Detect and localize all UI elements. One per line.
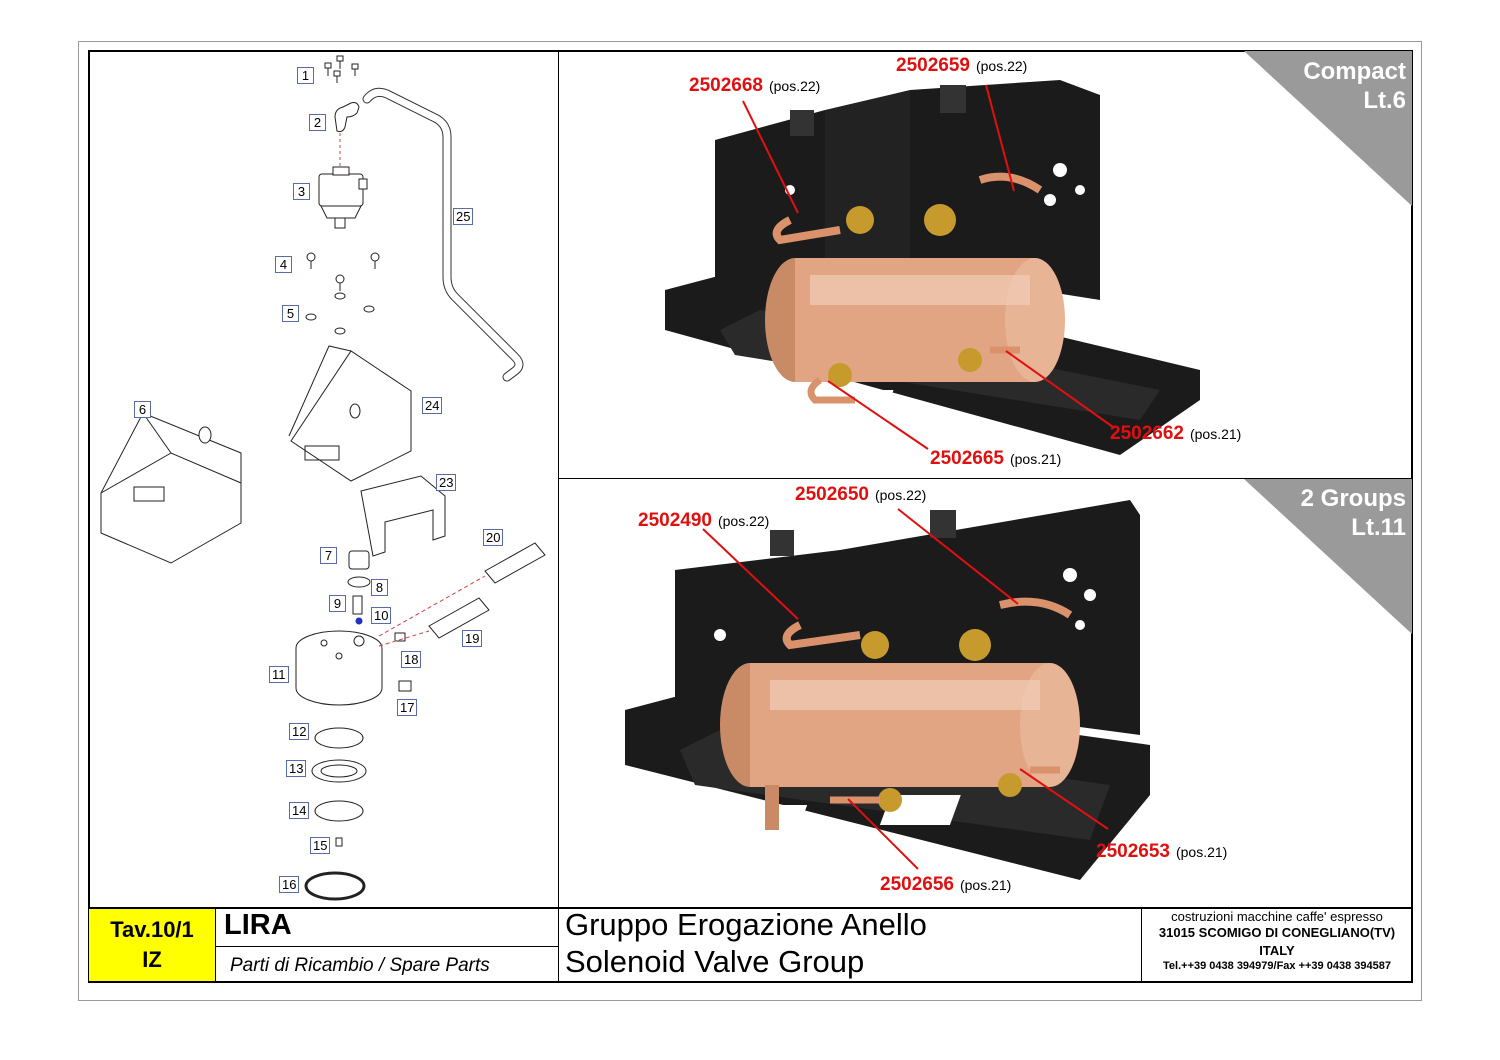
document-subtitle: Parti di Ricambio / Spare Parts — [230, 955, 490, 976]
title-block-divider — [88, 907, 1413, 909]
part-number-tag: 17 — [397, 699, 418, 716]
part-number-tag: 18 — [401, 651, 422, 668]
part-number-tag: 16 — [279, 876, 300, 893]
part-number-tag: 9 — [329, 595, 346, 612]
part-number-tag: 12 — [289, 723, 310, 740]
part-number-tag: 14 — [289, 802, 310, 819]
machine-drawing-compact — [665, 80, 1200, 455]
screw-part — [324, 55, 359, 83]
part-number-tag: 11 — [269, 666, 289, 683]
company-country: ITALY — [1259, 943, 1295, 958]
panel-divider-vertical — [558, 50, 559, 983]
company-address: 31015 SCOMIGO DI CONEGLIANO(TV) — [1158, 925, 1396, 940]
part-number-tag: 3 — [293, 183, 310, 200]
callout-part-code: 2502650(pos.22) — [795, 484, 927, 505]
callout-part-code: 2502490(pos.22) — [638, 510, 770, 531]
corner-triangle — [1244, 479, 1412, 634]
part-number-tag: 24 — [422, 397, 443, 414]
callout-part-code: 2502659(pos.22) — [896, 55, 1028, 76]
company-contacts: Tel.++39 0438 394979/Fax ++39 0438 39458… — [1163, 960, 1391, 972]
part-number-tag: 2 — [309, 114, 326, 131]
company-info: costruzioni macchine caffe' espresso 310… — [1142, 909, 1412, 973]
callout-part-code: 2502656(pos.21) — [880, 874, 1012, 895]
part-number-tag: 1 — [297, 67, 314, 84]
title-block-divider-vertical — [1141, 909, 1142, 981]
drawing-frame — [88, 50, 1413, 983]
part-number-tag: 10 — [371, 607, 392, 624]
title-block-divider-vertical — [558, 909, 559, 981]
callout-part-code: 2502668(pos.22) — [689, 75, 821, 96]
part-number-tag: 19 — [462, 630, 483, 647]
leader-lines-top — [742, 84, 1114, 450]
part-number-tag: 5 — [282, 305, 299, 322]
group-title: Gruppo Erogazione Anello Solenoid Valve … — [565, 907, 927, 979]
corner-triangle — [1244, 51, 1412, 206]
company-line: costruzioni macchine caffe' espresso — [1171, 909, 1383, 924]
part-number-tag: 6 — [134, 401, 151, 418]
table-number-badge: Tav.10/1 IZ — [89, 909, 216, 981]
part-number-tag: 15 — [310, 837, 331, 854]
drawing-sheet — [78, 41, 1422, 1001]
callout-part-code: 2502653(pos.21) — [1096, 841, 1228, 862]
part-number-tag: 7 — [320, 547, 337, 564]
callout-part-code: 2502665(pos.21) — [930, 448, 1062, 469]
part-number-tag: 23 — [436, 474, 457, 491]
callout-part-code: 2502662(pos.21) — [1110, 423, 1242, 444]
part-number-tag: 20 — [483, 529, 504, 546]
part-number-tag: 4 — [275, 256, 292, 273]
exploded-view-drawing — [100, 55, 546, 901]
panel-divider-horizontal — [558, 478, 1413, 479]
machine-drawing-2groups — [625, 500, 1150, 880]
part-number-tag: 25 — [453, 208, 474, 225]
leader-lines-bottom — [702, 508, 1109, 870]
model-name: LIRA — [224, 909, 292, 941]
part-number-tag: 13 — [286, 760, 307, 777]
part-number-tag: 8 — [371, 579, 388, 596]
title-block-rule — [216, 946, 558, 947]
